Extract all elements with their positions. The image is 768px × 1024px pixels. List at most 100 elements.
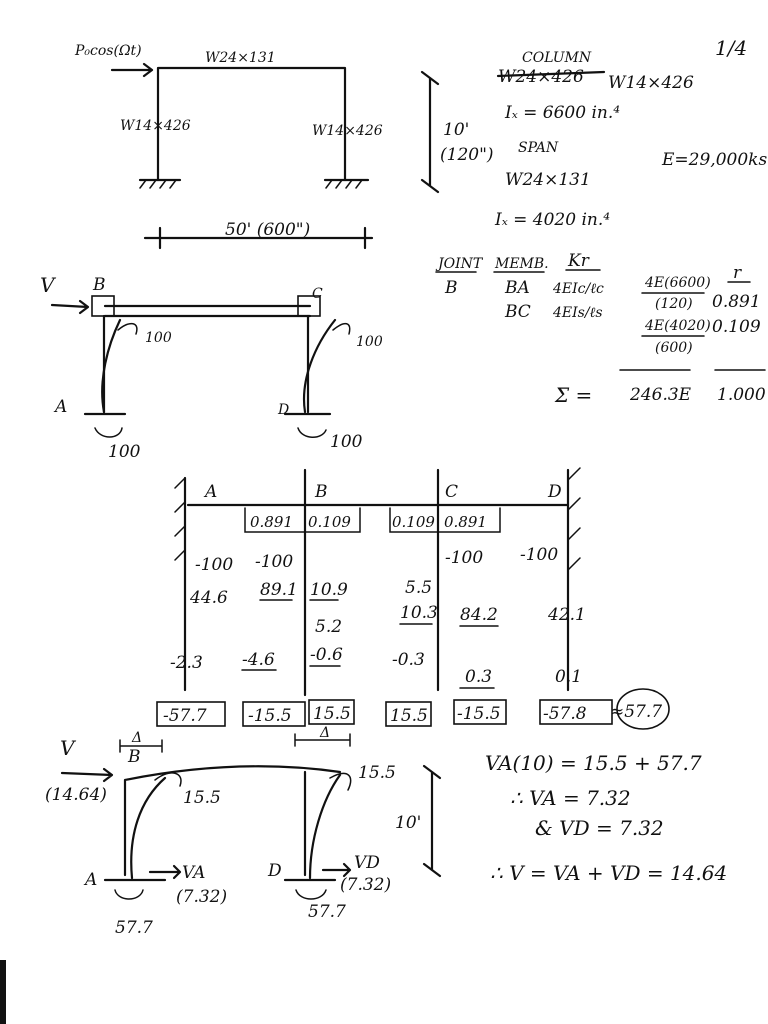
- co-dc-1: 42.1: [547, 605, 586, 625]
- fem-ab: -100: [195, 555, 233, 575]
- final-bc-box: [308, 699, 355, 725]
- fem-dc: -100: [520, 545, 558, 565]
- shear-d-value: (7.32): [340, 875, 391, 895]
- final-ba-box: [242, 701, 306, 727]
- dist-bc-3: -0.6: [310, 645, 343, 665]
- frame-sketch: P₀cos(Ωt) W24×131 W14×426 W14×426 10' (1…: [74, 43, 494, 250]
- left-column-label: W14×426: [120, 118, 191, 134]
- row-ba-r: 0.891: [712, 292, 761, 312]
- final-sketch: V (14.64) Δ B Δ 15.5 15.5 10' A VA (7.32…: [45, 725, 442, 938]
- header-underlines: [435, 269, 751, 283]
- md-joint-lines: [303, 468, 440, 697]
- final-load-arrow: [60, 767, 114, 783]
- fem-cd: -100: [445, 548, 483, 568]
- header-kr: Kr: [567, 251, 590, 271]
- md-joint-b: B: [314, 482, 328, 502]
- dist-ba-1: 89.1: [260, 580, 298, 600]
- co-dc-3: 0.1: [555, 667, 582, 687]
- dist-bc-1: 10.9: [310, 580, 348, 600]
- dist-cd-1: 84.2: [460, 605, 498, 625]
- moment-d: 100: [330, 432, 363, 452]
- co-ab-1: 44.6: [189, 588, 228, 608]
- delta-left: Δ: [131, 730, 142, 746]
- sum-label: Σ =: [554, 383, 592, 407]
- column-struck: W24×426: [498, 67, 584, 87]
- final-moment-d: 57.7: [308, 902, 346, 922]
- shear-a-arrow: [148, 864, 182, 880]
- equation-4: ∴ V = VA + VD = 14.64: [490, 861, 727, 885]
- final-height-dim: [422, 764, 442, 878]
- row-bc-k: 4EIs/ℓs: [552, 305, 603, 321]
- row-ba-num: 4E(6600): [644, 275, 711, 291]
- span-section: W24×131: [505, 170, 591, 190]
- df-ba: 0.891: [250, 513, 293, 531]
- final-joint-d: D: [267, 861, 282, 881]
- header-member: MEMB.: [494, 256, 549, 272]
- moment-d-arc: [295, 889, 327, 900]
- md-joint-c: C: [445, 482, 458, 502]
- shear-d-arrow: [321, 862, 352, 878]
- shear-a: VA: [182, 863, 205, 883]
- md-factor-brackets: [244, 507, 501, 533]
- underline-cycle3: [241, 665, 495, 689]
- final-frame-curved: [130, 773, 342, 880]
- joint-a-label: A: [53, 397, 67, 417]
- final-cd: -15.5: [457, 704, 501, 724]
- moment-arcs: [117, 322, 351, 335]
- underline-cycle1: [259, 599, 499, 627]
- co-cb-1: 5.5: [405, 578, 432, 598]
- co-cb-3: -0.3: [392, 650, 425, 670]
- section-properties: COLUMN W24×426 W14×426 Iₓ = 6600 in.⁴ SP…: [494, 50, 768, 230]
- final-height: 10': [395, 813, 421, 833]
- equation-2: ∴ VA = 7.32: [510, 786, 631, 810]
- final-cb: 15.5: [390, 706, 428, 726]
- final-dc: -57.8: [543, 704, 587, 724]
- equations: VA(10) = 15.5 + 57.7 ∴ VA = 7.32 & VD = …: [485, 751, 727, 885]
- span-heading: SPAN: [518, 140, 559, 156]
- moment-b: 100: [145, 330, 172, 346]
- final-ab: -57.7: [163, 706, 207, 726]
- final-joint-a: A: [83, 870, 97, 890]
- load-label: P₀cos(Ωt): [74, 43, 142, 59]
- df-cd: 0.891: [444, 513, 487, 531]
- columns-original: [102, 314, 310, 414]
- portal-frame: [156, 66, 347, 182]
- header-joint: JOINT: [435, 256, 484, 272]
- columns-curved: [101, 318, 337, 414]
- strikethrough: [496, 70, 606, 78]
- height-inches: (120"): [440, 145, 494, 165]
- fem-ba: -100: [255, 552, 293, 572]
- beam-deflected: [103, 304, 312, 318]
- page-number: 1/4: [715, 36, 747, 60]
- support-hatch: [139, 179, 363, 189]
- md-fixed-ends: [183, 468, 570, 692]
- md-joint-d: D: [547, 482, 562, 502]
- span-dimension: [143, 226, 374, 250]
- equation-3: & VD = 7.32: [535, 816, 664, 840]
- column-section: W14×426: [608, 73, 694, 93]
- load-arrow: [110, 62, 154, 78]
- final-moment-b: 15.5: [183, 788, 221, 808]
- co-bc-2: 5.2: [315, 617, 342, 637]
- moment-c: 100: [356, 334, 383, 350]
- row-ba-k: 4EIc/ℓc: [552, 281, 604, 297]
- row-bc-den: (600): [655, 340, 693, 356]
- dist-cd-3: 0.3: [465, 667, 492, 687]
- final-joint-b: B: [127, 747, 141, 767]
- joint-b-label: B: [92, 275, 106, 295]
- sum-value: 246.3E: [629, 385, 692, 405]
- moment-a: 100: [108, 442, 141, 462]
- final-load-value: (14.64): [45, 785, 107, 805]
- final-moment-a: 57.7: [115, 918, 153, 938]
- modulus: E=29,000ksi: [661, 150, 768, 170]
- span-label: 50' (600"): [225, 220, 310, 240]
- height-dimension: [420, 70, 440, 194]
- joint-d-label: D: [277, 402, 289, 418]
- column-ix: Iₓ = 6600 in.⁴: [504, 103, 620, 123]
- column-heading: COLUMN: [522, 50, 592, 66]
- span-ix: Iₓ = 4020 in.⁴: [494, 210, 610, 230]
- final-approx: ≈57.7: [610, 702, 662, 722]
- equation-1: VA(10) = 15.5 + 57.7: [485, 751, 702, 775]
- dist-ba-3: -4.6: [242, 650, 275, 670]
